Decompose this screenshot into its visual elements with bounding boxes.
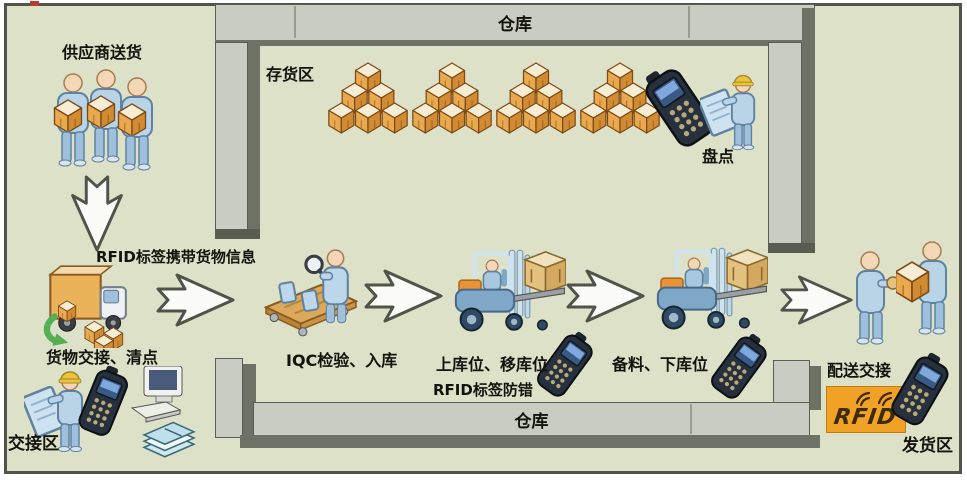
iqc-inspection-station-icon	[264, 248, 358, 338]
storage-area-label: 存货区	[266, 65, 315, 84]
dispatch-handover-label: 配送交接	[827, 361, 892, 380]
warehouse-right-wall-shadow	[802, 8, 815, 252]
flow-arrow-icon	[566, 269, 645, 323]
putaway-label-line1: 上库位、移库位	[436, 355, 549, 374]
wall-joint-line	[690, 404, 692, 434]
warehouse-bottom-left-stub-shadow	[243, 364, 256, 438]
warehouse-bottom-right-stub	[773, 360, 810, 404]
warehouse-right-wall	[768, 42, 802, 244]
handover-area-label: 交接区	[8, 434, 59, 454]
picking-label: 备料、下库位	[612, 355, 709, 374]
rfid-waves-icon	[855, 391, 893, 407]
wall-joint-line	[688, 6, 690, 38]
wall-joint-line	[294, 6, 296, 38]
warehouse-top-label: 仓库	[498, 15, 532, 35]
warehouse-left-wall-cap	[215, 229, 260, 239]
warehouse-bottom-label: 仓库	[514, 411, 549, 432]
flow-arrow-icon	[780, 275, 853, 325]
warehouse-top-wall: 仓库	[215, 4, 815, 41]
document-stack-icon	[143, 421, 195, 458]
warehouse-bottom-right-stub-shadow	[810, 366, 821, 410]
stocktaking-worker-icon	[700, 74, 756, 151]
stocktaking-label: 盘点	[702, 147, 735, 166]
box-pyramid-icon	[412, 56, 492, 140]
forklift-icon	[453, 248, 566, 333]
down-arrow-icon	[71, 175, 123, 252]
warehouse-left-wall-shadow	[248, 44, 260, 238]
goods-handover-label: 货物交接、清点	[46, 348, 159, 367]
rfid-tag-info-label: RFID标签携带货物信息	[96, 248, 256, 266]
box-pyramid-icon	[328, 56, 408, 140]
delivery-truck-icon	[38, 262, 134, 348]
flow-arrow-icon	[364, 269, 443, 323]
red-tick-mark	[30, 1, 39, 6]
carrier-person-icon	[896, 240, 954, 336]
iqc-inbound-label: IQC检验、入库	[286, 351, 398, 370]
warehouse-bottom-left-stub	[215, 358, 243, 438]
box-pyramid-icon	[496, 56, 576, 140]
warehouse-top-wall-shadow	[215, 40, 815, 46]
receiver-person-icon	[856, 251, 900, 345]
suppliers-carrying-boxes-icon	[50, 64, 162, 172]
shipping-area-label: 发货区	[902, 436, 953, 456]
warehouse-right-wall-cap	[768, 243, 815, 253]
warehouse-bottom-wall-shadow	[240, 435, 820, 448]
forklift-icon	[655, 246, 768, 331]
warehouse-left-wall	[215, 42, 248, 230]
warehouse-bottom-wall: 仓库	[253, 402, 810, 436]
supplier-delivery-label: 供应商送货	[62, 43, 143, 62]
flow-arrow-icon	[156, 273, 235, 327]
putaway-label-line2: RFID标签防错	[433, 381, 533, 399]
